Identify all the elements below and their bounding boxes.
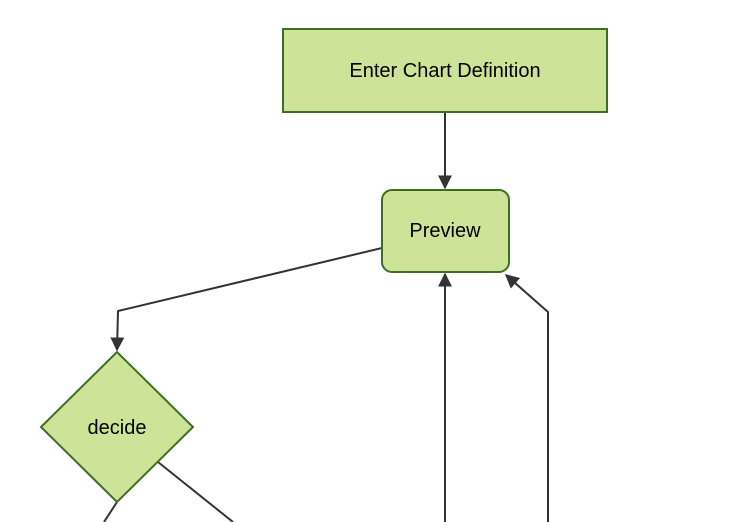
node-decide-label: decide <box>88 417 147 439</box>
node-decide-shape <box>39 350 195 504</box>
edge-decide-to-offscreen-right <box>157 461 234 522</box>
edge-offscreen-bottom2-to-preview <box>504 274 549 522</box>
node-enter-chart-definition-label: Enter Chart Definition <box>349 60 540 82</box>
node-preview: Preview <box>381 189 510 273</box>
node-decide: decide <box>39 350 195 504</box>
edge-decide-to-offscreen-left <box>103 501 118 522</box>
edge-preview-to-decide <box>110 247 383 352</box>
node-preview-shape <box>381 189 510 273</box>
node-preview-label: Preview <box>409 220 481 242</box>
node-enter-chart-definition-shape <box>282 28 608 113</box>
node-enter-chart-definition: Enter Chart Definition <box>282 28 608 113</box>
